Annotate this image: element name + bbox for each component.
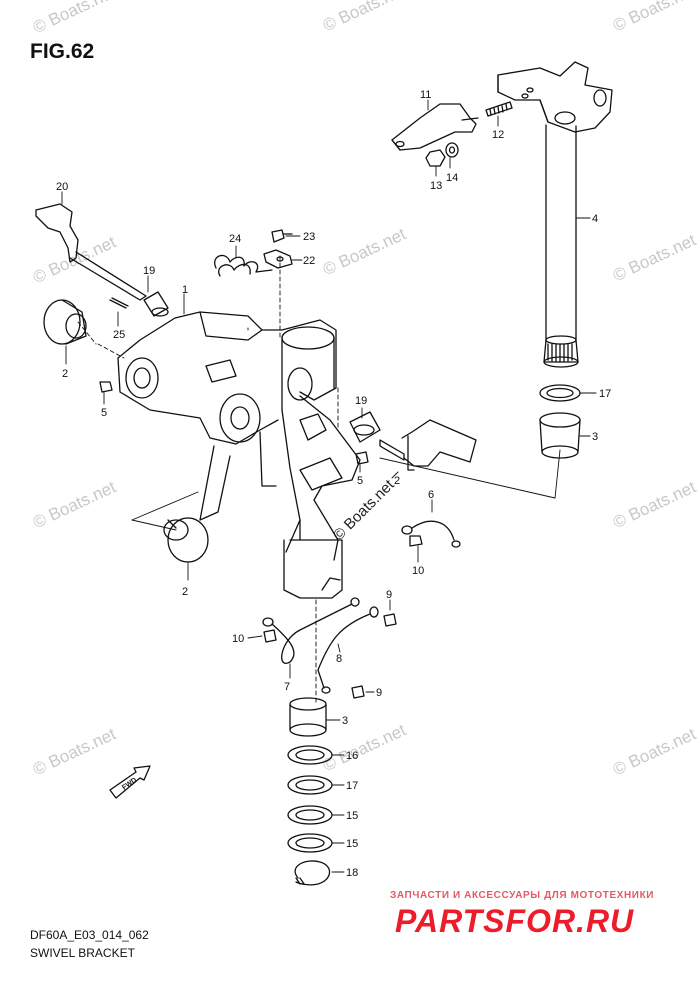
callout-number: 4 bbox=[592, 213, 598, 225]
figure-title: FIG.62 bbox=[30, 40, 95, 63]
callout-number: 20 bbox=[56, 181, 68, 193]
bushing-part bbox=[289, 697, 327, 737]
pin-part bbox=[111, 297, 129, 307]
lever-part bbox=[35, 203, 147, 301]
callout-number: 14 bbox=[446, 172, 458, 184]
ground-wire-part bbox=[401, 520, 461, 548]
bolt-part bbox=[485, 101, 513, 117]
fwd-label: FWD bbox=[121, 777, 138, 792]
callout-number: 5 bbox=[101, 407, 107, 419]
callout-number: 2 bbox=[182, 586, 188, 598]
callout-number: 9 bbox=[386, 589, 392, 601]
bushing-part bbox=[143, 291, 169, 317]
callout-number: 22 bbox=[303, 255, 315, 267]
callout-number: 13 bbox=[430, 180, 442, 192]
bolt-part bbox=[351, 685, 365, 699]
callout-number: 8 bbox=[336, 653, 342, 665]
callout-number: 15 bbox=[346, 838, 358, 850]
fwd-arrow-icon bbox=[109, 765, 151, 799]
swivel-bracket-part bbox=[117, 311, 361, 599]
snap-ring-part bbox=[294, 860, 331, 886]
ground-wire-part bbox=[262, 597, 360, 664]
bolt-part bbox=[409, 535, 423, 547]
callout-number: 12 bbox=[492, 129, 504, 141]
callout-number: 2 bbox=[62, 368, 68, 380]
bolt-part bbox=[271, 229, 285, 243]
callout-number: 2 bbox=[394, 475, 400, 487]
callout-number: 24 bbox=[229, 233, 241, 245]
plate-part bbox=[263, 249, 293, 269]
nut-part bbox=[425, 149, 446, 167]
callout-labels: 20 19 25 2 5 1 24 23 22 11 12 13 14 4 17… bbox=[56, 89, 611, 879]
callout-number: 3 bbox=[592, 431, 598, 443]
callout-number: 16 bbox=[346, 750, 358, 762]
washer-part bbox=[539, 384, 581, 402]
callout-number: 7 bbox=[284, 681, 290, 693]
washer-part bbox=[287, 775, 333, 795]
ground-wire-part bbox=[317, 606, 379, 694]
steering-shaft-part bbox=[497, 61, 613, 368]
callout-number: 11 bbox=[420, 89, 431, 101]
washer-part bbox=[287, 745, 333, 765]
callout-number: 6 bbox=[428, 489, 434, 501]
callout-number: 17 bbox=[346, 780, 358, 792]
callout-number: 9 bbox=[376, 687, 382, 699]
shop-logo: PARTSFOR.RU bbox=[395, 903, 635, 939]
washer-part bbox=[287, 833, 333, 853]
callout-number: 18 bbox=[346, 867, 358, 879]
callout-number: 25 bbox=[113, 329, 125, 341]
grease-nipple-part bbox=[355, 451, 369, 465]
bushing-part bbox=[539, 412, 581, 459]
callout-number: 10 bbox=[232, 633, 244, 645]
shop-tagline: ЗАПЧАСТИ И АКСЕССУАРЫ ДЛЯ МОТОТЕХНИКИ bbox=[390, 890, 655, 901]
lever-part bbox=[379, 419, 477, 471]
callout-number: 3 bbox=[342, 715, 348, 727]
spring-part bbox=[214, 254, 273, 277]
callout-number: 19 bbox=[143, 265, 155, 277]
callout-number: 1 bbox=[182, 284, 188, 296]
figure-name: SWIVEL BRACKET bbox=[30, 946, 135, 960]
callout-number: 23 bbox=[303, 231, 315, 243]
callout-number: 15 bbox=[346, 810, 358, 822]
callout-number: 10 bbox=[412, 565, 424, 577]
bolt-part bbox=[263, 629, 277, 643]
washer-part bbox=[445, 142, 459, 158]
thrust-cap-part bbox=[43, 299, 87, 345]
grease-nipple-part bbox=[99, 381, 113, 393]
thrust-cap-part bbox=[163, 517, 209, 563]
bushing-part bbox=[349, 411, 381, 443]
bracket-part bbox=[391, 103, 479, 151]
callout-number: 5 bbox=[357, 475, 363, 487]
washer-part bbox=[287, 805, 333, 825]
bolt-part bbox=[383, 613, 397, 627]
callout-number: 17 bbox=[599, 388, 611, 400]
callout-number: 19 bbox=[355, 395, 367, 407]
figure-code: DF60A_E03_014_062 bbox=[30, 928, 149, 942]
